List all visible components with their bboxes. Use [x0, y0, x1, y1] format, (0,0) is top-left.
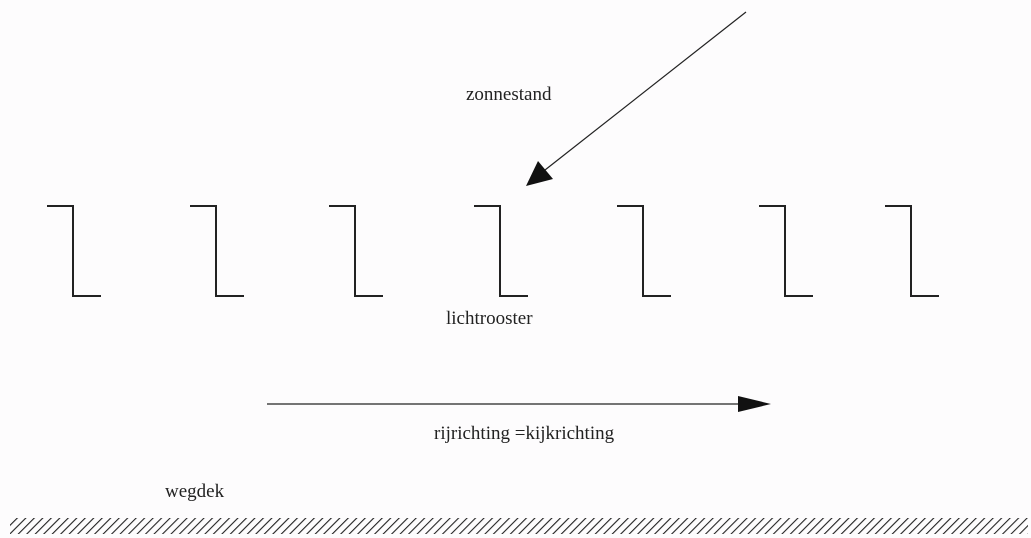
sun-position-label: zonnestand — [466, 84, 552, 105]
louvre-slat — [190, 205, 244, 297]
louvre-slat — [759, 205, 813, 297]
louvre-slat — [329, 205, 383, 297]
louvre-slat — [47, 205, 101, 297]
louvre-slat — [885, 205, 939, 297]
road-surface-hatching — [10, 518, 1028, 534]
louvre-slat — [617, 205, 671, 297]
driving-direction-arrow — [267, 396, 771, 412]
light-grid-louvres — [47, 205, 939, 297]
louvre-slat — [474, 205, 528, 297]
driving-direction-label: rijrichting =kijkrichting — [434, 423, 615, 444]
sun-ray-arrow — [526, 11, 747, 186]
road-surface-label: wegdek — [165, 481, 225, 502]
light-grid-label: lichtrooster — [446, 308, 533, 329]
